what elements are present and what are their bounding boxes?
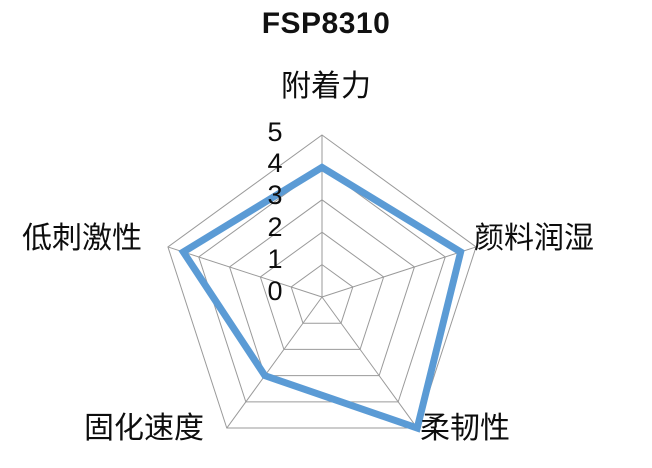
radar-spokes bbox=[167, 135, 477, 429]
category-label-low-irritation: 低刺激性 bbox=[22, 222, 142, 255]
radial-tick-3: 3 bbox=[267, 180, 283, 210]
series-polygon-fsp8310 bbox=[178, 163, 465, 433]
radar-gridlines bbox=[167, 134, 477, 429]
category-label-flexibility: 柔韧性 bbox=[420, 412, 510, 445]
axis-spoke-3 bbox=[226, 296, 323, 429]
gridline-ring-5 bbox=[167, 134, 477, 429]
radial-tick-1: 1 bbox=[267, 244, 283, 274]
axis-spoke-1 bbox=[321, 246, 477, 298]
radial-tick-4: 4 bbox=[267, 148, 283, 178]
radial-tick-2: 2 bbox=[267, 212, 283, 242]
category-label-curing-speed: 固化速度 bbox=[84, 412, 204, 445]
axis-spoke-4 bbox=[167, 246, 323, 298]
category-label-pigment-wetting: 颜料润湿 bbox=[474, 222, 594, 255]
gridline-ring-1 bbox=[290, 263, 354, 324]
radial-tick-5: 5 bbox=[267, 117, 283, 147]
gridline-ring-4 bbox=[198, 166, 446, 403]
axis-spoke-2 bbox=[321, 296, 418, 429]
gridline-ring-3 bbox=[228, 199, 416, 377]
category-label-adhesion: 附着力 bbox=[281, 70, 371, 103]
radial-tick-0: 0 bbox=[267, 276, 283, 306]
chart-title: FSP8310 bbox=[261, 7, 391, 40]
gridline-ring-2 bbox=[259, 231, 385, 350]
